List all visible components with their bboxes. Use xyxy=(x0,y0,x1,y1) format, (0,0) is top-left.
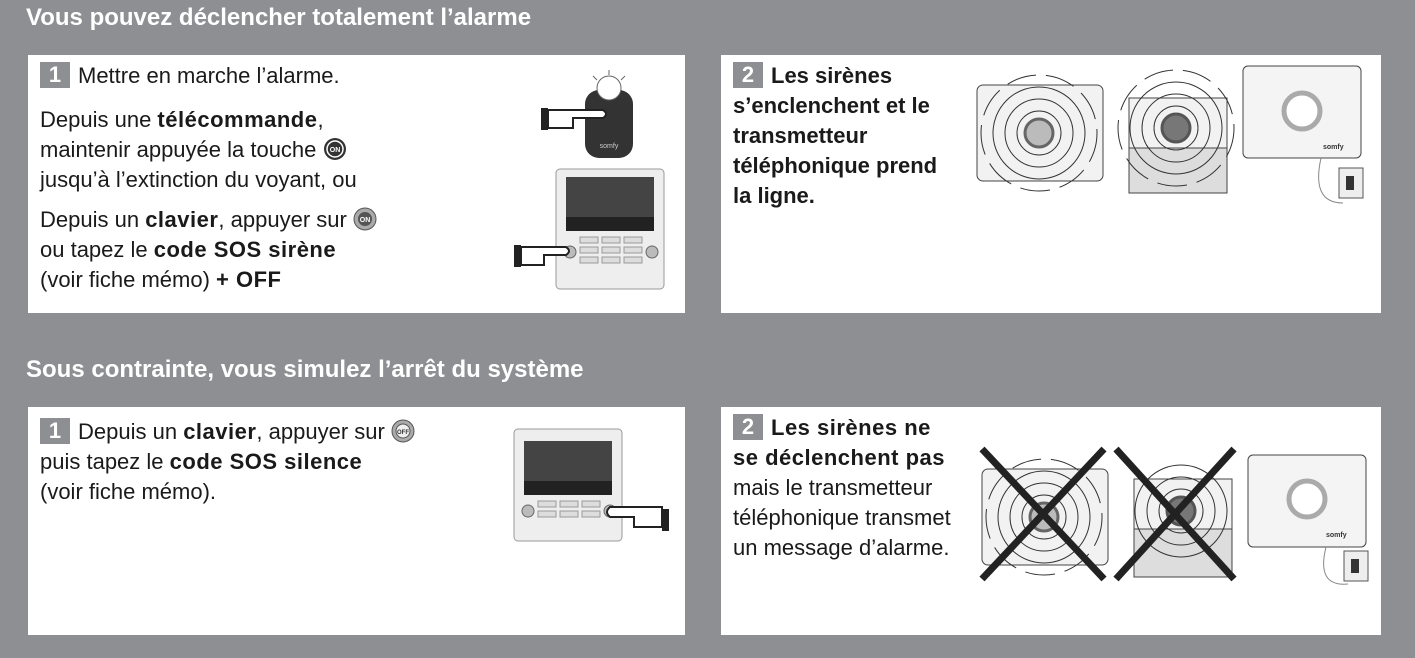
svg-text:ON: ON xyxy=(360,217,371,224)
text: (voir fiche mémo) xyxy=(40,267,217,292)
keypad-instructions: Depuis un clavier, appuyer sur ON ou tap… xyxy=(40,205,510,295)
off-key-icon: OFF xyxy=(391,419,415,443)
keypad-illustration xyxy=(514,168,665,290)
panel-step1-duress: 1 Depuis un clavier, appuyer sur OFF puis… xyxy=(28,407,685,635)
text-bold: + OFF xyxy=(216,267,282,292)
text: , appuyer sur xyxy=(256,419,385,444)
step-number: 2 xyxy=(733,414,763,440)
svg-text:OFF: OFF xyxy=(397,430,409,436)
cross-icon xyxy=(1113,446,1237,582)
text: jusqu’à l’extinction du voyant, ou xyxy=(40,167,357,192)
text: (voir fiche mémo). xyxy=(40,479,217,504)
text: Depuis un xyxy=(78,419,184,444)
phone-transmitter-icon: somfy xyxy=(1242,65,1364,204)
text-bold: télécommande xyxy=(157,107,318,132)
on-key-icon: ON xyxy=(353,207,377,231)
text-bold: code SOS sirène xyxy=(153,237,337,262)
text: Depuis un xyxy=(40,207,146,232)
text: Depuis une xyxy=(40,107,158,132)
step-number: 2 xyxy=(733,62,763,88)
step-intro: Mettre en marche l’alarme. xyxy=(78,63,340,88)
step-text: Les sirènes s’enclenchent et le transmet… xyxy=(733,63,938,208)
section-title-duress: Sous contrainte, vous simulez l’arrêt du… xyxy=(26,356,584,383)
cross-icon xyxy=(979,446,1107,582)
text: ou tapez le xyxy=(40,237,154,262)
svg-text:ON: ON xyxy=(329,147,340,154)
section-title-full-alarm: Vous pouvez déclencher totalement l’alar… xyxy=(26,4,532,31)
indoor-siren-icon xyxy=(976,74,1104,192)
svg-text:somfy: somfy xyxy=(1323,144,1344,151)
text: , xyxy=(317,107,324,132)
remote-control-illustration: somfy xyxy=(541,70,633,158)
text-bold: clavier xyxy=(183,419,257,444)
sirens-crossed-illustration: somfy xyxy=(979,446,1369,585)
remote-instructions: Depuis une télécommande, maintenir appuy… xyxy=(40,105,510,195)
sirens-and-transmitter-illustration: somfy xyxy=(976,65,1364,204)
text-bold: code SOS silence xyxy=(169,449,363,474)
text-bold: clavier xyxy=(145,207,219,232)
text: , appuyer sur xyxy=(218,207,347,232)
step-number: 1 xyxy=(40,418,70,444)
phone-transmitter-icon: somfy xyxy=(1247,454,1369,585)
text: mais le transmetteur téléphonique transm… xyxy=(733,475,951,560)
svg-text:somfy: somfy xyxy=(1326,532,1347,539)
text-bold: Les sirènes ne se déclenchent pas xyxy=(733,415,945,470)
panel-step1-trigger: 1 Mettre en marche l’alarme. Depuis une t… xyxy=(28,55,685,313)
text: maintenir appuyée la touche xyxy=(40,137,317,162)
text: puis tapez le xyxy=(40,449,170,474)
outdoor-siren-icon xyxy=(1117,69,1235,194)
on-button-icon: ON xyxy=(323,137,347,161)
keypad-illustration xyxy=(513,428,669,542)
svg-text:somfy: somfy xyxy=(600,143,619,150)
step-number: 1 xyxy=(40,62,70,88)
